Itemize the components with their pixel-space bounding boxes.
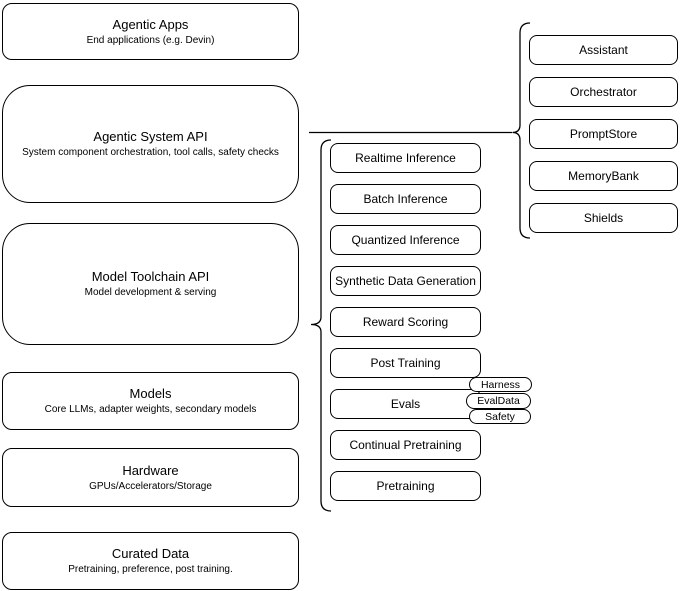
- node-label: PromptStore: [569, 127, 638, 141]
- node-assistant: Assistant: [529, 35, 678, 65]
- node-title: Agentic Apps: [112, 16, 189, 32]
- node-model-toolchain-api: Model Toolchain API Model development & …: [2, 223, 299, 345]
- node-title: Model Toolchain API: [91, 269, 210, 284]
- node-label: Assistant: [579, 43, 628, 57]
- node-memorybank: MemoryBank: [529, 161, 678, 191]
- tag-label: Safety: [485, 410, 515, 423]
- node-continual-pretraining: Continual Pretraining: [330, 430, 481, 460]
- node-batch-inference: Batch Inference: [330, 184, 481, 214]
- system-components-brace: [512, 22, 531, 239]
- node-subtitle: GPUs/Accelerators/Storage: [89, 480, 212, 492]
- node-promptstore: PromptStore: [529, 119, 678, 149]
- node-label: Shields: [583, 211, 624, 225]
- toolchain-brace: [310, 139, 332, 512]
- node-label: Orchestrator: [570, 85, 637, 99]
- node-subtitle: Pretraining, preference, post training.: [68, 564, 233, 575]
- node-realtime-inference: Realtime Inference: [330, 143, 481, 173]
- node-evals: Evals: [330, 389, 481, 419]
- node-synthetic-data-generation: Synthetic Data Generation: [330, 266, 481, 296]
- node-reward-scoring: Reward Scoring: [330, 307, 481, 337]
- node-label: Post Training: [370, 356, 441, 370]
- node-title: Hardware: [122, 462, 179, 478]
- node-label: Reward Scoring: [362, 315, 449, 329]
- node-subtitle: Core LLMs, adapter weights, secondary mo…: [44, 404, 257, 415]
- node-label: MemoryBank: [568, 169, 639, 183]
- node-subtitle: Model development & serving: [84, 287, 217, 298]
- node-hardware: Hardware GPUs/Accelerators/Storage: [2, 448, 299, 507]
- tag-harness: Harness: [469, 377, 532, 392]
- node-curated-data: Curated Data Pretraining, preference, po…: [2, 532, 299, 590]
- node-subtitle: System component orchestration, tool cal…: [22, 147, 279, 158]
- node-label: Realtime Inference: [355, 151, 456, 165]
- tag-label: EvalData: [477, 395, 520, 407]
- node-pretraining: Pretraining: [330, 471, 481, 501]
- node-label: Evals: [390, 397, 421, 411]
- node-orchestrator: Orchestrator: [529, 77, 678, 107]
- node-label: Continual Pretraining: [349, 438, 462, 452]
- node-label: Pretraining: [376, 479, 435, 493]
- node-title: Models: [129, 386, 172, 401]
- node-models: Models Core LLMs, adapter weights, secon…: [2, 372, 299, 430]
- node-post-training: Post Training: [330, 348, 481, 378]
- node-agentic-apps: Agentic Apps End applications (e.g. Devi…: [2, 3, 299, 60]
- tag-evaldata: EvalData: [466, 393, 531, 409]
- node-label: Batch Inference: [363, 192, 448, 206]
- node-shields: Shields: [529, 203, 678, 233]
- tag-label: Harness: [480, 378, 521, 391]
- node-title: Agentic System API: [93, 129, 208, 144]
- node-label: Synthetic Data Generation: [335, 274, 476, 288]
- node-quantized-inference: Quantized Inference: [330, 225, 481, 255]
- node-agentic-system-api: Agentic System API System component orch…: [2, 85, 299, 203]
- node-subtitle: End applications (e.g. Devin): [86, 34, 215, 46]
- node-label: Quantized Inference: [351, 233, 460, 247]
- node-title: Curated Data: [111, 546, 190, 561]
- tag-safety: Safety: [469, 409, 531, 424]
